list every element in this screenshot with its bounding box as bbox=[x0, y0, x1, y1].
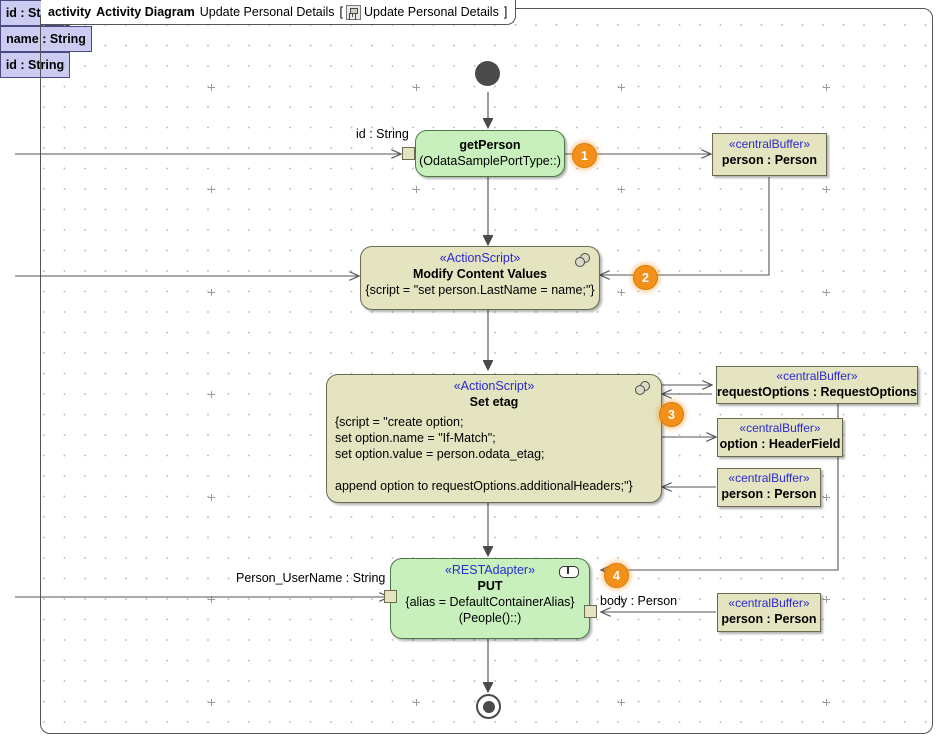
buffer-person-3-stereotype: «centralBuffer» bbox=[728, 596, 810, 610]
set-etag-title: Set etag bbox=[469, 395, 519, 409]
buffer-person-2-stereotype: «centralBuffer» bbox=[728, 471, 810, 485]
buffer-option-name: option : HeaderField bbox=[719, 437, 841, 451]
put-stereotype: «RESTAdapter» bbox=[444, 563, 536, 577]
action-get-person[interactable]: getPerson (OdataSamplePortType::) bbox=[415, 130, 565, 177]
activity-diagram-icon bbox=[346, 4, 362, 20]
rest-adapter-icon bbox=[559, 566, 579, 578]
put-title: PUT bbox=[477, 579, 503, 593]
script-icon bbox=[635, 381, 651, 395]
frame-bracket-name: Update Personal Details bbox=[364, 5, 499, 19]
activity-final-node[interactable] bbox=[476, 694, 501, 719]
set-etag-script-line-3: set option.value = person.odata_etag; bbox=[335, 447, 545, 461]
buffer-requestoptions-name: requestOptions : RequestOptions bbox=[717, 385, 918, 399]
action-modify-content-values[interactable]: «ActionScript» Modify Content Values {sc… bbox=[360, 246, 600, 310]
central-buffer-person-1[interactable]: «centralBuffer» person : Person bbox=[712, 133, 827, 176]
modify-title: Modify Content Values bbox=[412, 267, 548, 281]
edge-label-person-username: Person_UserName : String bbox=[236, 571, 386, 585]
central-buffer-person-3[interactable]: «centralBuffer» person : Person bbox=[717, 593, 821, 632]
set-etag-stereotype: «ActionScript» bbox=[453, 379, 535, 393]
get-person-title: getPerson bbox=[459, 138, 521, 152]
central-buffer-person-2[interactable]: «centralBuffer» person : Person bbox=[717, 468, 821, 507]
central-buffer-option[interactable]: «centralBuffer» option : HeaderField bbox=[717, 418, 843, 457]
badge-get-person[interactable]: 1 bbox=[572, 143, 597, 168]
put-subtitle: (People()::) bbox=[458, 611, 522, 625]
action-set-etag[interactable]: «ActionScript» Set etag {script = "creat… bbox=[326, 374, 662, 503]
set-etag-script-line-2: set option.name = "If-Match"; bbox=[335, 431, 496, 445]
frame-diagram-name: Update Personal Details bbox=[199, 5, 335, 19]
buffer-person-3-name: person : Person bbox=[721, 612, 817, 626]
set-etag-script-line-5: append option to requestOptions.addition… bbox=[335, 479, 633, 493]
buffer-person-2-name: person : Person bbox=[721, 487, 817, 501]
get-person-subtitle: (OdataSamplePortType::) bbox=[419, 154, 561, 168]
put-alias: {alias = DefaultContainerAlias} bbox=[405, 595, 575, 609]
frame-keyword: activity bbox=[48, 5, 92, 19]
frame-diagram-type: Activity Diagram bbox=[96, 5, 195, 19]
modify-script: {script = "set person.LastName = name;"} bbox=[365, 283, 595, 297]
buffer-1-name: person : Person bbox=[721, 153, 818, 167]
buffer-option-stereotype: «centralBuffer» bbox=[739, 421, 821, 435]
get-person-input-pin[interactable] bbox=[402, 147, 415, 160]
badge-modify-content[interactable]: 2 bbox=[633, 265, 658, 290]
buffer-requestoptions-stereotype: «centralBuffer» bbox=[776, 369, 858, 383]
put-input-pin-body[interactable] bbox=[584, 605, 597, 618]
diagram-frame-label: activity Activity Diagram Update Persona… bbox=[41, 0, 517, 25]
badge-set-etag[interactable]: 3 bbox=[659, 402, 684, 427]
frame-bracket-close: ] bbox=[503, 5, 508, 19]
set-etag-script-line-1: {script = "create option; bbox=[335, 415, 464, 429]
badge-put[interactable]: 4 bbox=[604, 563, 629, 588]
central-buffer-request-options[interactable]: «centralBuffer» requestOptions : Request… bbox=[716, 366, 918, 404]
initial-node[interactable] bbox=[475, 61, 500, 86]
set-etag-script-line-4 bbox=[327, 462, 661, 478]
put-input-pin-username[interactable] bbox=[384, 590, 397, 603]
script-icon bbox=[575, 253, 591, 267]
modify-stereotype: «ActionScript» bbox=[439, 251, 521, 265]
edge-label-id-string: id : String bbox=[356, 127, 409, 141]
buffer-1-stereotype: «centralBuffer» bbox=[728, 137, 811, 151]
edge-label-body-person: body : Person bbox=[600, 594, 678, 608]
action-put[interactable]: «RESTAdapter» PUT {alias = DefaultContai… bbox=[390, 558, 590, 639]
frame-bracket-open: [ bbox=[339, 5, 344, 19]
